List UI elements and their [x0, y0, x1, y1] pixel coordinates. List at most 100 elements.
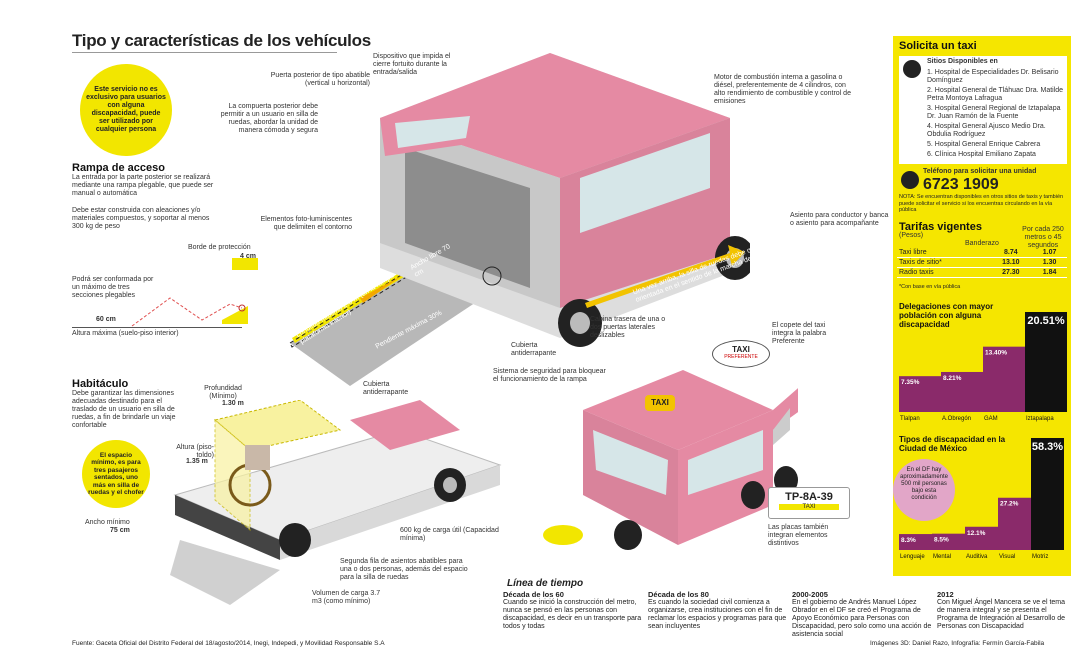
- taxi-roof-sign: TAXI: [645, 395, 675, 411]
- timeline-text: Con Miguel Ángel Mancera se ve el tema d…: [937, 599, 1066, 630]
- plate-number: TP-8A-39: [785, 491, 833, 503]
- category-label: Mental: [933, 554, 951, 560]
- bar: [1031, 438, 1064, 550]
- tarifa-banderazo: 27.30: [989, 267, 1033, 278]
- altura-value: 60 cm: [96, 316, 116, 323]
- tarifas-col2: Por cada 250 metros o 45 segundos: [1022, 226, 1064, 249]
- callout-puerta: Puerta posterior de tipo abatible (verti…: [270, 72, 370, 87]
- borde-swatch: [232, 258, 258, 270]
- tarifa-name: Taxi libre: [897, 248, 990, 258]
- callout-placas: Las placas también integran elementos di…: [768, 524, 829, 547]
- bar: [899, 376, 941, 412]
- tel-label: Teléfono para solicitar una unidad: [923, 168, 1037, 175]
- tipos-title: Tipos de discapacidad en la Ciudad de Mé…: [899, 435, 1006, 453]
- bar: [998, 497, 1031, 550]
- callout-cubierta-2: Cubierta antiderrapante: [363, 381, 409, 396]
- tarifas-title: Tarifas vigentes: [899, 221, 982, 233]
- borde-value: 4 cm: [240, 253, 256, 260]
- category-label: Auditiva: [966, 554, 988, 560]
- rampa-text-2: Debe estar construida con aleaciones y/o…: [72, 207, 210, 230]
- person-icon: [903, 60, 921, 78]
- service-badge: Este servicio no es exclusivo para usuar…: [80, 64, 172, 156]
- plegable-text: Podrá ser conformada por un máximo de tr…: [72, 276, 154, 299]
- nota-text: NOTA: Se encuentran disponibles en otros…: [899, 194, 1064, 213]
- fuente: Fuente: Gaceta Oficial del Distrito Fede…: [72, 640, 385, 647]
- category-label: A.Obregón: [942, 416, 971, 422]
- rampa-text-1: La entrada por la parte posterior se rea…: [72, 174, 214, 197]
- tarifa-incremento: 1.07: [1032, 248, 1067, 258]
- df-note-bubble: En el DF hay aproximadamente 500 mil per…: [893, 459, 955, 521]
- phone-icon: [901, 171, 919, 189]
- habitaculo-badge: El espacio mínimo, es para tres pasajero…: [82, 440, 150, 508]
- bar: [1025, 312, 1067, 412]
- timeline-text: En el gobierno de Andrés Manuel López Ob…: [792, 599, 932, 638]
- bar: [965, 526, 998, 550]
- category-label: Motriz: [1032, 554, 1048, 560]
- callout-motor: Motor de combustión interna a gasolina o…: [714, 74, 851, 105]
- tarifa-name: Radio taxis: [897, 267, 990, 278]
- tarifas-sub: (Pesos): [899, 232, 924, 239]
- category-label: Tlalpan: [900, 416, 920, 422]
- van-rear-illustration: [289, 53, 750, 386]
- tarifas-col1: Banderazo: [965, 240, 999, 247]
- bar-value-label: 27.2%: [1000, 501, 1019, 508]
- copete-preferente-text: PREFERENTE: [724, 354, 758, 360]
- sitios-card: Sitios Disponibles en 1. Hospital de Esp…: [899, 56, 1067, 164]
- altura-hab-value: 1.35 m: [186, 458, 208, 465]
- tarifa-banderazo: 13.10: [989, 257, 1033, 268]
- habitaculo-heading: Habitáculo: [72, 378, 129, 390]
- timeline-text: Cuando se inició la construcción del met…: [503, 599, 642, 630]
- license-plate: TP-8A-39 TAXI: [768, 487, 850, 519]
- tel-number: 6723 1909: [923, 176, 999, 193]
- category-label: Iztapalapa: [1026, 416, 1054, 422]
- callout-asiento: Asiento para conductor y banca o asiento…: [790, 212, 889, 227]
- taxi-front-illustration: [543, 370, 798, 550]
- sitio-2: 2. Hospital General de Tláhuac Dra. Mati…: [927, 87, 1064, 102]
- bar: [983, 346, 1025, 412]
- timeline-year: 2000-2005: [792, 590, 828, 599]
- category-label: Visual: [999, 554, 1015, 560]
- page-title: Tipo y características de los vehículos: [72, 31, 371, 50]
- bar: [899, 534, 932, 550]
- timeline-year: Década de los 80: [648, 590, 709, 599]
- tarifa-banderazo: 8.74: [989, 248, 1033, 258]
- ancho-value: 75 cm: [110, 527, 130, 534]
- sitios-title: Sitios Disponibles en: [927, 58, 998, 65]
- folded-ramp-diagram: [131, 297, 248, 327]
- van-cutaway-illustration: [170, 400, 502, 605]
- rampa-heading: Rampa de acceso: [72, 162, 165, 174]
- volumen-carga: Volumen de carga 3.7 m3 (como mínimo): [312, 590, 381, 605]
- bar-value-label: 7.35%: [901, 379, 920, 386]
- bar: [932, 533, 965, 550]
- timeline-heading: Línea de tiempo: [507, 578, 584, 589]
- bar-value-label: 13.40%: [985, 350, 1007, 357]
- plate-taxi-strip: TAXI: [779, 504, 839, 510]
- tarifa-incremento: 1.30: [1032, 257, 1067, 268]
- callout-copete: El copete del taxi integra la palabra Pr…: [772, 322, 827, 345]
- credits: Imágenes 3D: Daniel Razo, Infografía: Fe…: [870, 640, 1045, 647]
- deleg-chart: 7.35%Tlalpan8.21%A.Obregón13.40%GAM20.51…: [899, 312, 1067, 422]
- borde-label: Borde de protección: [188, 244, 251, 251]
- sitio-5: 5. Hospital General Enrique Cabrera: [927, 141, 1041, 148]
- bar-value-label: 8.21%: [943, 375, 962, 382]
- tarifa-name: Taxis de sitio*: [897, 257, 990, 268]
- altura-label: Altura máxima (suelo-piso interior): [72, 330, 179, 337]
- callout-dispositivo: Dispositivo que impida el cierre fortuit…: [373, 53, 451, 76]
- tarifa-incremento: 1.84: [1032, 267, 1067, 278]
- category-label: GAM: [984, 416, 998, 422]
- bar-value-label: 8.5%: [934, 537, 949, 544]
- callout-cabina: Cabina trasera de una o dos puertas late…: [590, 316, 666, 339]
- panel-heading: Solicita un taxi: [899, 40, 977, 52]
- habitaculo-text: Debe garantizar las dimensiones adecuada…: [72, 390, 176, 429]
- profundidad-label: Profundidad (Mínimo): [204, 385, 242, 400]
- copete-taxi-text: TAXI: [732, 345, 750, 354]
- tipos-chart: 8.3%Lenguaje8.5%Mental12.1%Auditiva27.2%…: [899, 438, 1064, 560]
- sitio-6: 6. Clínica Hospital Emiliano Zapata: [927, 151, 1036, 158]
- callout-cubierta-1: Cubierta antiderrapante: [511, 342, 557, 357]
